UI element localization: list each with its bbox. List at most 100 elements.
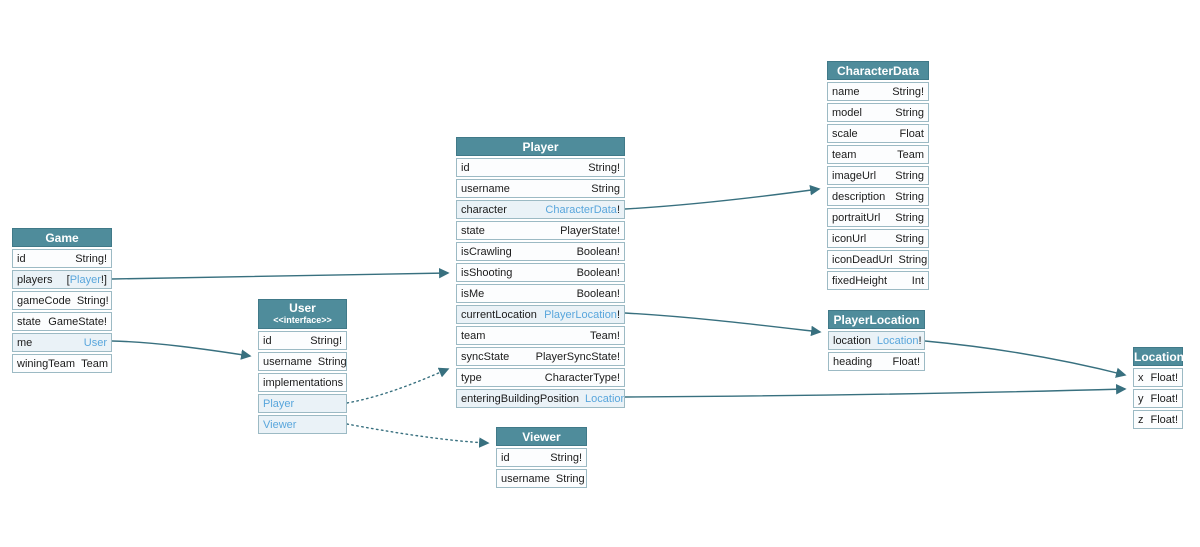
edge-game-players-to-player[interactable]	[111, 267, 450, 280]
field-name: imageUrl	[832, 169, 877, 182]
field-type: String!	[550, 451, 582, 464]
field-type: String	[895, 106, 924, 119]
field-row[interactable]: z Float!	[1133, 410, 1183, 429]
type-link[interactable]: CharacterData	[545, 203, 617, 216]
field-row[interactable]: location Location!	[828, 331, 925, 350]
field-name: isCrawling	[461, 245, 512, 258]
field-name: id	[501, 451, 510, 464]
field-row[interactable]: isCrawling Boolean!	[456, 242, 625, 261]
field-row[interactable]: heading Float!	[828, 352, 925, 371]
table-header-playerlocation[interactable]: PlayerLocation	[828, 310, 925, 329]
implementation-row[interactable]: Player	[258, 394, 347, 413]
field-type: User	[84, 337, 107, 349]
field-type: String	[895, 232, 924, 245]
table-subtitle: <<interface>>	[273, 315, 332, 325]
edge-player-currentlocation-to-playerlocation[interactable]	[624, 312, 822, 337]
edge-user-player-to-player[interactable]	[346, 367, 450, 404]
table-header-viewer[interactable]: Viewer	[496, 427, 587, 446]
field-row[interactable]: description String	[827, 187, 929, 206]
field-row[interactable]: id String!	[258, 331, 347, 350]
field-row[interactable]: isShooting Boolean!	[456, 263, 625, 282]
type-table-player: Player id String! username String charac…	[456, 137, 625, 408]
field-row[interactable]: fixedHeight Int	[827, 271, 929, 290]
table-header-characterdata[interactable]: CharacterData	[827, 61, 929, 80]
field-row[interactable]: imageUrl String	[827, 166, 929, 185]
field-row[interactable]: model String	[827, 103, 929, 122]
field-row[interactable]: winingTeam Team	[12, 354, 112, 373]
field-row[interactable]: scale Float	[827, 124, 929, 143]
field-row[interactable]: isMe Boolean!	[456, 284, 625, 303]
field-name: name	[832, 85, 860, 98]
table-header-player[interactable]: Player	[456, 137, 625, 156]
type-table-user: User <<interface>> id String! username S…	[258, 299, 347, 434]
type-link[interactable]: Viewer	[263, 418, 297, 431]
field-name: players	[17, 273, 53, 286]
field-row[interactable]: x Float!	[1133, 368, 1183, 387]
field-row[interactable]: state PlayerState!	[456, 221, 625, 240]
field-name: gameCode	[17, 294, 71, 307]
field-row[interactable]: team Team	[827, 145, 929, 164]
type-link[interactable]: PlayerLocation	[544, 308, 617, 321]
field-row[interactable]: type CharacterType!	[456, 368, 625, 387]
field-row[interactable]: username String	[496, 469, 587, 488]
type-link[interactable]: User	[83, 336, 107, 349]
field-name: character	[461, 203, 507, 216]
field-row[interactable]: state GameState!	[12, 312, 112, 331]
field-row[interactable]: team Team!	[456, 326, 625, 345]
field-name: z	[1138, 413, 1144, 426]
field-row[interactable]: id String!	[496, 448, 587, 467]
field-row[interactable]: syncState PlayerSyncState!	[456, 347, 625, 366]
field-row[interactable]: enteringBuildingPosition Location	[456, 389, 625, 408]
field-name: x	[1138, 371, 1144, 384]
field-row[interactable]: character CharacterData!	[456, 200, 625, 219]
table-header-location[interactable]: Location	[1133, 347, 1184, 366]
type-link[interactable]: Location	[876, 334, 919, 347]
type-link[interactable]: Player	[263, 397, 295, 410]
field-row[interactable]: players [Player!]	[12, 270, 112, 289]
field-row[interactable]: gameCode String!	[12, 291, 112, 310]
edge-game-me-to-user[interactable]	[111, 340, 252, 360]
edge-player-character-to-characterdata[interactable]	[624, 184, 821, 210]
field-name: description	[832, 190, 886, 203]
field-row[interactable]: username String	[258, 352, 347, 371]
type-table-location: Location x Float! y Float! z Float!	[1133, 347, 1184, 429]
field-row[interactable]: id String!	[12, 249, 112, 268]
field-row[interactable]: portraitUrl String	[827, 208, 929, 227]
field-name: team	[461, 329, 486, 342]
field-type: String	[555, 472, 585, 485]
type-link[interactable]: Player	[69, 273, 101, 286]
field-row[interactable]: name String!	[827, 82, 929, 101]
field-type: Boolean!	[576, 266, 620, 279]
field-name: iconUrl	[832, 232, 867, 245]
field-row[interactable]: me User	[12, 333, 112, 352]
table-header-game[interactable]: Game	[12, 228, 112, 247]
field-type: String!	[310, 334, 342, 347]
field-row[interactable]: id String!	[456, 158, 625, 177]
edge-user-viewer-to-viewer[interactable]	[346, 423, 490, 448]
field-type: String	[895, 190, 924, 203]
field-name: username	[263, 355, 312, 368]
field-type: Boolean!	[576, 287, 620, 300]
field-row[interactable]: y Float!	[1133, 389, 1183, 408]
field-type: String!	[892, 85, 924, 98]
type-link[interactable]: Location	[585, 392, 625, 405]
implementation-row[interactable]: Viewer	[258, 415, 347, 434]
edge-playerlocation-location-to-location[interactable]	[924, 340, 1127, 378]
field-type: Float!	[1150, 413, 1178, 426]
field-type: Team	[81, 357, 108, 370]
field-row[interactable]: currentLocation PlayerLocation!	[456, 305, 625, 324]
field-row[interactable]: username String	[456, 179, 625, 198]
field-name: heading	[833, 355, 873, 368]
field-name: syncState	[461, 350, 510, 363]
field-type: Location!	[876, 334, 922, 347]
field-type: Int	[911, 274, 924, 287]
field-name: id	[17, 252, 26, 265]
table-header-user[interactable]: User <<interface>>	[258, 299, 347, 329]
field-type: String!	[75, 252, 107, 265]
field-row[interactable]: iconUrl String	[827, 229, 929, 248]
field-row[interactable]: iconDeadUrl String	[827, 250, 929, 269]
field-type: Team!	[590, 329, 620, 342]
field-name: type	[461, 371, 482, 384]
field-type: Float	[899, 127, 924, 140]
edge-player-enteringbuildingposition-to-location[interactable]	[624, 383, 1127, 398]
